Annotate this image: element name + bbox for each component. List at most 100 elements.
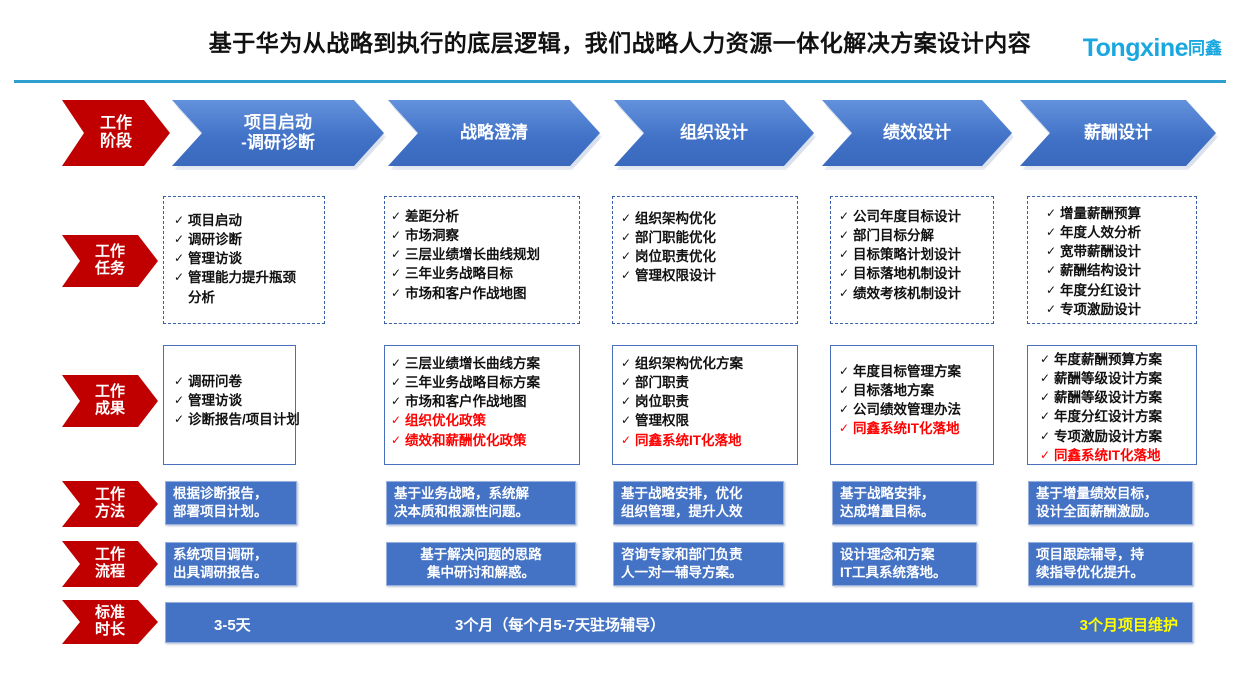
list-item-label: 组织架构优化方案: [635, 356, 743, 371]
stage-row-label-line1: 工作: [99, 114, 132, 132]
list-item: ✓组织优化政策: [391, 411, 573, 430]
check-icon: ✓: [1046, 263, 1057, 278]
stage-arrow-2[interactable]: 战略澄清: [388, 100, 600, 166]
list-item-label: 专项激励设计: [1060, 301, 1141, 317]
task-card-2: ✓差距分析✓市场洞察✓三层业绩增长曲线规划✓三年业务战略目标✓市场和客户作战地图: [384, 196, 580, 324]
method-box-4-line2: 达成增量目标。: [840, 504, 935, 519]
check-icon: ✓: [621, 211, 632, 225]
process-box-3: 咨询专家和部门负责 人一对一辅导方案。: [613, 542, 784, 586]
list-item-label: 管理权限: [635, 413, 689, 429]
list-item: ✓专项激励设计方案: [1040, 427, 1184, 446]
method-box-5-text: 基于增量绩效目标， 设计全面薪酬激励。: [1036, 485, 1158, 521]
check-icon: ✓: [391, 266, 402, 281]
check-icon: ✓: [1046, 301, 1057, 316]
row-label-results-text: 工作 成果: [95, 384, 125, 418]
row-label-duration-line1: 标准: [94, 604, 125, 622]
list-item: 分析: [174, 288, 314, 307]
row-label-methods-line1: 工作: [94, 486, 125, 504]
list-item-label: 年度分红设计方案: [1054, 409, 1162, 425]
row-label-process: 工作 流程: [62, 541, 158, 587]
list-item: ✓项目启动: [174, 211, 314, 230]
result-list-4: ✓年度目标管理方案✓目标落地方案✓公司绩效管理办法✓同鑫系统IT化落地: [839, 362, 985, 439]
result-card-2: ✓三层业绩增长曲线方案✓三年业务战略目标方案✓市场和客户作战地图✓组织优化政策✓…: [384, 345, 580, 465]
check-icon: ✓: [621, 375, 632, 390]
task-card-1: ✓项目启动✓调研诊断✓管理访谈✓管理能力提升瓶颈分析: [163, 196, 325, 324]
list-item: ✓管理访谈: [174, 249, 314, 268]
list-item-label: 三年业务战略目标: [405, 266, 513, 282]
row-label-process-text: 工作 流程: [95, 547, 125, 581]
list-item-label: 年度人效分析: [1060, 225, 1141, 241]
check-icon: ✓: [621, 356, 632, 370]
check-icon: ✓: [174, 251, 185, 266]
stage-arrow-2-line1: 战略澄清: [460, 123, 528, 143]
list-item-label: 管理访谈: [188, 251, 242, 267]
list-item-label: 岗位职责: [635, 394, 689, 410]
list-item-label: 增量薪酬预算: [1060, 206, 1141, 221]
list-item: ✓市场和客户作战地图: [391, 284, 573, 303]
logo-chinese: 同鑫: [1188, 39, 1222, 58]
list-item: ✓组织架构优化方案: [621, 354, 789, 373]
result-list-2: ✓三层业绩增长曲线方案✓三年业务战略目标方案✓市场和客户作战地图✓组织优化政策✓…: [391, 354, 573, 450]
method-box-2-text: 基于业务战略，系统解 决本质和根源性问题。: [394, 485, 529, 521]
stage-arrow-5[interactable]: 薪酬设计: [1020, 100, 1216, 166]
list-item: ✓岗位职责优化: [621, 247, 789, 266]
list-item-label: 年度分红设计: [1060, 282, 1141, 298]
list-item: ✓三层业绩增长曲线方案: [391, 354, 573, 373]
list-item: ✓调研问卷: [174, 372, 285, 391]
list-item-label: 市场和客户作战地图: [405, 394, 527, 410]
process-box-5-line1: 项目跟踪辅导，持: [1036, 547, 1144, 563]
logo-wordmark-rest: ongxine: [1095, 34, 1189, 62]
list-item-label: 薪酬等级设计方案: [1054, 390, 1162, 406]
check-icon: ✓: [621, 432, 632, 447]
list-item: ✓管理权限设计: [621, 266, 789, 285]
list-item: ✓组织架构优化: [621, 209, 789, 228]
check-icon: ✓: [839, 228, 850, 243]
list-item-label: 项目启动: [188, 213, 242, 228]
list-item: ✓三年业务战略目标方案: [391, 373, 573, 392]
list-item-label: 调研诊断: [188, 232, 242, 248]
task-list-1: ✓项目启动✓调研诊断✓管理访谈✓管理能力提升瓶颈分析: [174, 211, 314, 307]
row-label-tasks-text: 工作 任务: [95, 244, 125, 278]
list-item-label: 管理访谈: [188, 393, 242, 409]
row-label-duration-line2: 时长: [94, 621, 125, 638]
process-box-5-text: 项目跟踪辅导，持 续指导优化提升。: [1036, 546, 1144, 582]
list-item: ✓三层业绩增长曲线规划: [391, 245, 573, 264]
result-list-3: ✓组织架构优化方案✓部门职责✓岗位职责✓管理权限✓同鑫系统IT化落地: [621, 354, 789, 450]
duration-segment-2: 3个月（每个月5-7天驻场辅导）: [455, 617, 666, 634]
list-item-label: 绩效和薪酬优化政策: [405, 432, 527, 448]
list-item-label: 市场和客户作战地图: [405, 285, 527, 301]
list-item: ✓同鑫系统IT化落地: [839, 419, 985, 438]
check-icon: ✓: [621, 268, 632, 283]
process-box-4-text: 设计理念和方案 IT工具系统落地。: [840, 546, 947, 582]
header-divider: [14, 80, 1226, 83]
stage-arrow-4-line1: 绩效设计: [883, 123, 951, 143]
task-list-3: ✓组织架构优化✓部门职能优化✓岗位职责优化✓管理权限设计: [621, 209, 789, 286]
process-box-2-text: 基于解决问题的思路 集中研讨和解惑。: [420, 546, 542, 582]
list-item: ✓年度分红设计方案: [1040, 407, 1184, 426]
list-item: ✓诊断报告/项目计划: [174, 410, 300, 429]
check-icon: ✓: [621, 249, 632, 264]
duration-segment-3: 3个月项目维护: [1079, 617, 1178, 634]
check-icon: ✓: [1046, 244, 1057, 259]
stage-arrow-4[interactable]: 绩效设计: [822, 100, 1012, 166]
check-icon: ✓: [839, 266, 850, 281]
list-item: ✓市场和客户作战地图: [391, 392, 573, 411]
method-box-2-line1: 基于业务战略，系统解: [394, 486, 529, 502]
list-item: ✓薪酬结构设计: [1046, 261, 1178, 280]
check-icon: ✓: [839, 247, 850, 262]
stage-arrow-1-text: 项目启动 -调研诊断: [241, 113, 315, 152]
stage-arrow-1[interactable]: 项目启动 -调研诊断: [172, 100, 384, 166]
check-icon: ✓: [391, 375, 402, 390]
duration-segment-1: 3-5天: [214, 617, 251, 634]
stage-arrow-3[interactable]: 组织设计: [614, 100, 814, 166]
list-item: ✓同鑫系统IT化落地: [1040, 446, 1184, 465]
stage-row-label-line2: 阶段: [99, 133, 132, 150]
task-list-2: ✓差距分析✓市场洞察✓三层业绩增长曲线规划✓三年业务战略目标✓市场和客户作战地图: [391, 207, 573, 303]
stage-arrow-1-line1: 项目启动: [243, 113, 312, 133]
list-item: ✓年度人效分析: [1046, 223, 1178, 242]
check-icon: ✓: [174, 232, 185, 247]
list-item: ✓专项激励设计: [1046, 300, 1178, 319]
list-item-label: 市场洞察: [405, 228, 459, 244]
process-box-3-line1: 咨询专家和部门负责: [621, 547, 743, 563]
list-item: ✓年度分红设计: [1046, 281, 1178, 300]
